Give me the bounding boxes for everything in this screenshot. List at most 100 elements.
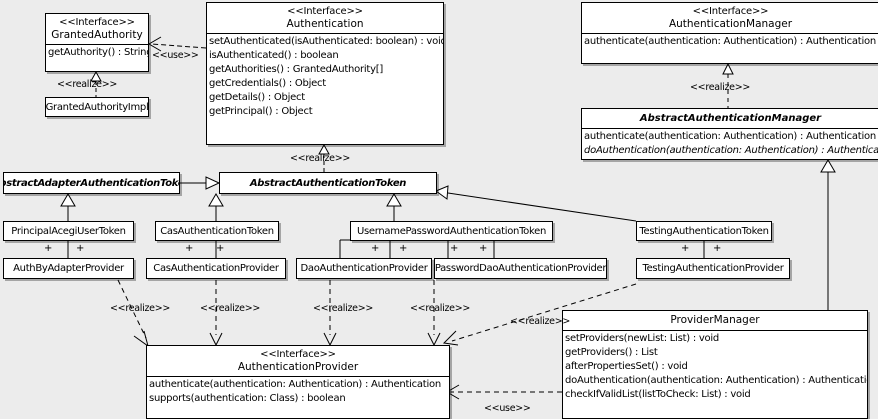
class-name: DaoAuthenticationProvider <box>300 263 428 274</box>
multiplicity-marker: + <box>399 243 408 254</box>
class-auth-by-adapter-provider[interactable]: AuthByAdapterProvider <box>3 258 134 279</box>
edge-label-realize: <<realize>> <box>410 303 471 314</box>
class-header: <<Interface>> GrantedAuthority <box>46 14 148 44</box>
class-granted-authority-impl[interactable]: GrantedAuthorityImpl <box>45 97 149 117</box>
class-granted-authority[interactable]: <<Interface>> GrantedAuthority getAuthor… <box>45 13 149 72</box>
multiplicity-marker: + <box>44 243 53 254</box>
multiplicity-marker: + <box>681 243 690 254</box>
class-header: <<Interface>> AuthenticationManager <box>582 3 878 33</box>
class-testing-authentication-token[interactable]: TestingAuthenticationToken <box>636 221 772 241</box>
class-name: PrincipalAcegiUserToken <box>11 225 126 237</box>
stereotype-label: <<Interface>> <box>692 6 769 17</box>
edge-label-realize: <<realize>> <box>110 303 171 314</box>
operation-row: supports(authentication: Class) : boolea… <box>149 393 346 404</box>
divider <box>46 44 148 45</box>
operation-row: setAuthenticated(isAuthenticated: boolea… <box>209 36 444 47</box>
multiplicity-marker: + <box>479 243 488 254</box>
class-authentication-manager[interactable]: <<Interface>> AuthenticationManager auth… <box>581 2 878 64</box>
operations-compartment: authenticate(authentication: Authenticat… <box>582 34 878 50</box>
operation-row: authenticate(authentication: Authenticat… <box>149 379 441 390</box>
multiplicity-marker: + <box>371 243 380 254</box>
class-principal-acegi-user-token[interactable]: PrincipalAcegiUserToken <box>3 221 134 241</box>
class-header: <<Interface>> Authentication <box>207 3 443 33</box>
class-name: GrantedAuthority <box>51 29 143 41</box>
class-password-dao-authentication-provider[interactable]: PasswordDaoAuthenticationProvider <box>434 258 607 279</box>
multiplicity-marker: + <box>76 243 85 254</box>
class-name: ProviderManager <box>670 314 760 326</box>
edge-casauthenticationtoken-extends-abstractauthenticationtoken <box>208 193 224 221</box>
edge-token-provider-associations <box>67 239 705 258</box>
edge-abstractadaptertoken-to-abstractauthenticationtoken <box>180 176 221 190</box>
operation-row: getAuthority() : String <box>48 47 149 58</box>
edge-label-realize: <<realize>> <box>57 79 118 90</box>
edge-label-realize: <<realize>> <box>313 303 374 314</box>
class-name: CasAuthenticationToken <box>160 225 274 237</box>
operation-row: setProviders(newList: List) : void <box>565 333 720 344</box>
operation-row: getAuthorities() : GrantedAuthority[] <box>209 64 384 75</box>
operation-row: getPrincipal() : Object <box>209 106 313 117</box>
operation-row: authenticate(authentication: Authenticat… <box>584 131 876 142</box>
operation-row: getDetails() : Object <box>209 92 305 103</box>
class-name: AuthenticationProvider <box>237 361 359 373</box>
class-name: AbstractAdapterAuthenticationToken <box>4 177 179 189</box>
class-header: ProviderManager <box>563 311 867 330</box>
stereotype-label: <<Interface>> <box>59 17 135 28</box>
operation-row: doAuthentication(authentication: Authent… <box>565 375 868 386</box>
edge-label-realize: <<realize>> <box>290 153 351 164</box>
class-provider-manager[interactable]: ProviderManager setProviders(newList: Li… <box>562 310 868 419</box>
edge-label-realize: <<realize>> <box>510 316 571 327</box>
edge-providermanager-uses-authenticationprovider <box>446 384 562 400</box>
class-dao-authentication-provider[interactable]: DaoAuthenticationProvider <box>296 258 432 279</box>
multiplicity-marker: + <box>713 243 722 254</box>
class-cas-authentication-provider[interactable]: CasAuthenticationProvider <box>146 258 286 279</box>
class-username-password-authentication-token[interactable]: UsernamePasswordAuthenticationToken <box>350 221 553 241</box>
operations-compartment: setAuthenticated(isAuthenticated: boolea… <box>207 34 443 120</box>
class-name: AbstractAuthenticationManager <box>639 113 822 124</box>
class-abstract-authentication-manager[interactable]: AbstractAuthenticationManager authentica… <box>581 108 878 160</box>
class-header: <<Interface>> AuthenticationProvider <box>147 346 449 376</box>
operation-row: checkIfValidList(listToCheck: List) : vo… <box>565 389 751 400</box>
divider <box>582 128 878 129</box>
operation-row: afterPropertiesSet() : void <box>565 361 688 372</box>
edge-label-realize: <<realize>> <box>690 82 751 93</box>
multiplicity-marker: + <box>216 243 225 254</box>
edge-authentication-uses-grantedauthority <box>148 36 207 52</box>
class-abstract-authentication-token[interactable]: AbstractAuthenticationToken <box>219 172 437 194</box>
class-authentication[interactable]: <<Interface>> Authentication setAuthenti… <box>206 2 444 145</box>
stereotype-label: <<Interface>> <box>287 6 363 17</box>
class-name: Authentication <box>286 18 364 30</box>
class-name: AuthenticationManager <box>668 18 793 30</box>
class-name: TestingAuthenticationToken <box>639 225 769 237</box>
multiplicity-marker: + <box>185 243 194 254</box>
edge-providermanager-extends-abstractauthenticationmanager <box>820 159 836 310</box>
operation-row: isAuthenticated() : boolean <box>209 50 339 61</box>
class-name: TestingAuthenticationProvider <box>642 263 784 274</box>
operations-compartment: setProviders(newList: List) : void getPr… <box>563 331 867 403</box>
class-authentication-provider[interactable]: <<Interface>> AuthenticationProvider aut… <box>146 345 450 419</box>
operations-compartment: getAuthority() : String <box>46 45 148 61</box>
class-cas-authentication-token[interactable]: CasAuthenticationToken <box>155 221 279 241</box>
divider <box>563 330 867 331</box>
class-name: GrantedAuthorityImpl <box>45 101 149 113</box>
operations-compartment: authenticate(authentication: Authenticat… <box>147 377 449 407</box>
class-name: CasAuthenticationProvider <box>153 263 279 274</box>
edge-label-realize: <<realize>> <box>200 303 261 314</box>
class-name: PasswordDaoAuthenticationProvider <box>434 263 607 274</box>
operation-row: getCredentials() : Object <box>209 78 326 89</box>
operations-compartment: authenticate(authentication: Authenticat… <box>582 129 878 159</box>
multiplicity-marker: + <box>450 243 459 254</box>
edge-label-use: <<use>> <box>152 50 199 61</box>
operation-row: getProviders() : List <box>565 347 658 358</box>
class-testing-authentication-provider[interactable]: TestingAuthenticationProvider <box>636 258 790 279</box>
class-name: AbstractAuthenticationToken <box>249 177 407 189</box>
operation-row: doAuthentication(authentication: Authent… <box>584 145 878 156</box>
class-name: UsernamePasswordAuthenticationToken <box>356 225 547 237</box>
divider <box>147 376 449 377</box>
edge-label-use: <<use>> <box>484 403 531 414</box>
divider <box>582 33 878 34</box>
class-header: AbstractAuthenticationManager <box>582 109 878 128</box>
edge-principalacegiusertoken-extends-abstractadaptertoken <box>60 193 76 221</box>
operation-row: authenticate(authentication: Authenticat… <box>584 36 876 47</box>
class-abstract-adapter-authentication-token[interactable]: AbstractAdapterAuthenticationToken <box>3 172 180 194</box>
